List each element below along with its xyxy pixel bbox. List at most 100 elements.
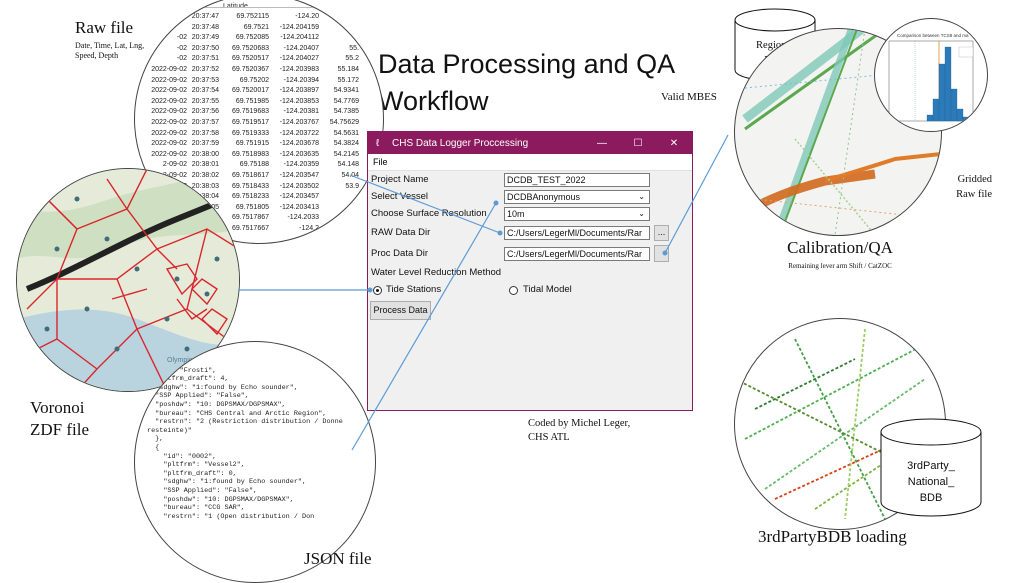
raw-file-cell: -124.204112 bbox=[280, 34, 319, 42]
json-line: "SSP Applied": "False", bbox=[147, 486, 258, 495]
voronoi-label-line2: ZDF file bbox=[30, 420, 90, 439]
calibration-map bbox=[735, 29, 941, 235]
raw-file-description: Date, Time, Lat, Lng, Speed, Depth bbox=[75, 41, 145, 60]
raw-file-cell: 54.3824 bbox=[333, 140, 359, 148]
raw-file-cell: 20:38:04 bbox=[191, 193, 219, 201]
raw-file-cell: 20:37:47 bbox=[191, 13, 219, 20]
calibration-subtitle: Remaining lever arm Shift / CatZOC bbox=[788, 262, 892, 270]
proc-dir-browse-button[interactable] bbox=[654, 245, 669, 262]
project-name-label: Project Name bbox=[371, 174, 429, 185]
tidal-model-radio[interactable] bbox=[509, 286, 518, 295]
json-line: "pltfrm": "Vessel2", bbox=[147, 461, 245, 470]
vessel-select[interactable]: DCDBAnonymous ⌄ bbox=[504, 190, 650, 204]
raw-file-cell: -124.203983 bbox=[279, 66, 319, 73]
maximize-button[interactable]: ☐ bbox=[633, 137, 643, 149]
json-line: "bureau": "CHS Central and Arctic Region… bbox=[147, 409, 327, 418]
raw-file-cell: 69.7521 bbox=[243, 23, 269, 31]
raw-file-cell: 20:37:57 bbox=[191, 119, 219, 126]
raw-file-cell: -124.2 bbox=[299, 225, 319, 232]
raw-file-cell: 69.75202 bbox=[239, 76, 269, 84]
raw-dir-browse-button[interactable]: ... bbox=[654, 225, 669, 241]
gridded-raw-label: Gridded Raw file bbox=[946, 172, 992, 202]
raw-file-cell: 54.7769 bbox=[333, 97, 359, 105]
proc-data-dir-input[interactable]: C:/Users/LegerMl/Documents/Rar bbox=[504, 247, 650, 261]
raw-file-cell: 54.5631 bbox=[333, 129, 359, 137]
raw-file-cell: 54.148 bbox=[337, 161, 359, 169]
histogram-chart bbox=[888, 40, 974, 122]
raw-data-dir-input[interactable]: C:/Users/LegerMl/Documents/Rar bbox=[504, 226, 650, 240]
histogram-title: Comparison between TCS8 and ma bbox=[897, 33, 969, 38]
raw-file-cell: 69.7519517 bbox=[232, 119, 269, 126]
raw-file-cell: 2022-09-02 bbox=[151, 140, 187, 148]
surface-resolution-value: 10m bbox=[507, 209, 525, 219]
raw-file-cell: 20:38:03 bbox=[191, 182, 219, 190]
raw-file-cell: 69.75188 bbox=[239, 161, 269, 169]
json-line: "bureau": "CCG SAR", bbox=[147, 504, 245, 513]
process-data-button[interactable]: Process Data bbox=[370, 301, 431, 320]
third-party-db-line3: BDB bbox=[919, 492, 943, 504]
data-logger-window: ℓ CHS Data Logger Proccessing — ☐ ✕ File… bbox=[367, 131, 693, 411]
valid-mbes-label: Valid MBES bbox=[661, 91, 717, 103]
chevron-down-icon: ⌄ bbox=[638, 192, 645, 201]
raw-file-cell: -02 bbox=[176, 55, 187, 63]
raw-file-cell: 20:37:52 bbox=[191, 66, 219, 73]
raw-file-cell: 69.7517867 bbox=[232, 214, 269, 222]
calibration-title: Calibration/QA bbox=[787, 238, 893, 257]
raw-file-cell: 55. bbox=[349, 44, 359, 52]
raw-file-cell: 20:38:01 bbox=[191, 161, 219, 169]
raw-file-cell: 20:38:02 bbox=[191, 172, 219, 179]
json-line: "sdghw": "1:found by Echo sounder", bbox=[147, 383, 298, 392]
voronoi-map bbox=[17, 169, 239, 391]
gridded-raw-line1: Gridded bbox=[957, 174, 992, 185]
raw-file-cell: 69.751915 bbox=[235, 140, 269, 148]
menu-file[interactable]: File bbox=[373, 157, 388, 167]
raw-file-cell: 2022-09-02 bbox=[151, 119, 187, 126]
raw-file-cell: 2-09-02 bbox=[162, 172, 187, 179]
raw-file-cell: 20:37:55 bbox=[191, 97, 219, 105]
json-line: 01", bbox=[147, 358, 184, 366]
json-line: { bbox=[147, 443, 160, 452]
window-title: CHS Data Logger Proccessing bbox=[392, 137, 529, 149]
raw-file-cell: 69.7518433 bbox=[232, 182, 269, 190]
raw-file-cell: 69.7519683 bbox=[232, 108, 269, 116]
json-line: resteinte)" bbox=[147, 426, 192, 435]
json-line: "poshdw": "10: DGPSMAX/DGPSMAX", bbox=[147, 495, 294, 504]
raw-file-cell: -124.204159 bbox=[279, 23, 319, 31]
raw-file-cell: 2022-09-02 bbox=[151, 97, 187, 105]
project-name-input[interactable]: DCDB_TEST_2022 bbox=[504, 173, 650, 187]
raw-file-cell: -124.203722 bbox=[279, 129, 319, 137]
raw-file-circle: Latitude 20:37:4769.752115-124.2020:37:4… bbox=[134, 0, 384, 244]
raw-file-cell: -124.20407 bbox=[283, 44, 319, 52]
third-party-db-line1: 3rdParty_ bbox=[907, 460, 955, 472]
raw-file-cell: 2022-09-02 bbox=[151, 129, 187, 137]
raw-file-cell: -124.20 bbox=[295, 13, 319, 20]
raw-file-cell: 20:37:49 bbox=[191, 34, 219, 42]
third-party-database bbox=[880, 418, 982, 518]
raw-file-cell: -124.203413 bbox=[279, 203, 319, 211]
raw-file-cell: 20:37:59 bbox=[191, 140, 219, 148]
raw-file-label: Raw file bbox=[75, 18, 134, 37]
close-button[interactable]: ✕ bbox=[669, 137, 679, 149]
surface-resolution-select[interactable]: 10m ⌄ bbox=[504, 207, 650, 221]
window-body: Project Name DCDB_TEST_2022 Select Vesse… bbox=[368, 171, 692, 411]
minimize-button[interactable]: — bbox=[597, 137, 607, 149]
page-title: Data Processing and QA Workflow bbox=[378, 49, 674, 116]
third-party-caption: 3rdPartyBDB loading bbox=[758, 527, 907, 546]
raw-file-cell: -124.203635 bbox=[279, 150, 319, 158]
raw-file-cell: 69.7520683 bbox=[232, 44, 269, 52]
raw-file-cell: -124.204027 bbox=[279, 55, 319, 63]
tide-stations-radio[interactable] bbox=[373, 286, 382, 295]
raw-file-cell: -02 bbox=[176, 44, 187, 52]
window-titlebar: ℓ CHS Data Logger Proccessing — ☐ ✕ bbox=[368, 132, 692, 154]
raw-file-cell: -124.203897 bbox=[279, 87, 319, 95]
database-icon bbox=[880, 418, 982, 517]
raw-file-cell: 69.752085 bbox=[235, 34, 269, 42]
json-line: "rm": "Frosti", bbox=[147, 366, 217, 375]
raw-file-cell: 20:37:54 bbox=[191, 87, 219, 95]
